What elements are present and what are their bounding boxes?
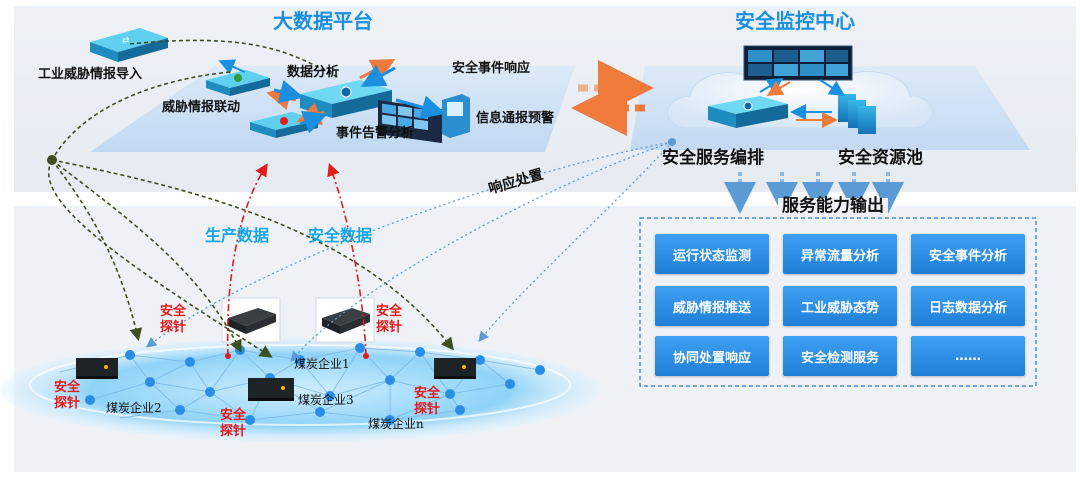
response-lines [145, 141, 673, 362]
label-security-data: 安全数据 [308, 226, 373, 245]
label-data-analysis: 数据分析 [287, 65, 340, 80]
resource-pool-servers [838, 94, 876, 134]
enterprise-label-n: 煤炭企业n [368, 417, 424, 431]
enterprise-label-2: 煤炭企业2 [106, 401, 162, 415]
network-nodes [85, 343, 545, 425]
threat-intel-distribution-lines [47, 39, 454, 358]
service-log-analysis: 日志数据分析 [911, 286, 1025, 326]
probe-label-2: 安全 探针 [376, 304, 403, 335]
service-more: …… [911, 336, 1025, 376]
service-threat-intel-push: 威胁情报推送 [655, 286, 769, 326]
service-incident-analysis: 安全事件分析 [911, 234, 1025, 274]
soc-monitor-wall [743, 45, 853, 81]
probe-appliance-right [434, 358, 476, 379]
probe-label-5: 安全 探针 [414, 386, 441, 417]
label-resource-pool: 安全资源池 [838, 148, 923, 168]
service-threat-posture: 工业威胁态势 [783, 286, 897, 326]
service-runtime-monitoring: 运行状态监测 [655, 234, 769, 274]
probe-appliance-left [76, 358, 118, 379]
label-threat-intel-import: 工业威胁情报导入 [38, 67, 143, 82]
distribution-hub-dot [47, 155, 57, 165]
probe-appliance-center [248, 378, 294, 401]
label-service-output: 服务能力输出 [778, 198, 888, 215]
label-info-warning: 信息通报预警 [476, 111, 555, 126]
probe-label-3: 安全 探针 [54, 380, 81, 411]
network-disc [0, 338, 600, 442]
probe-appliance-photo-1 [221, 297, 281, 343]
service-traffic-anomaly: 异常流量分析 [783, 234, 897, 274]
service-security-detection: 安全检测服务 [783, 336, 897, 376]
probe-label-1: 安全 探针 [160, 304, 187, 335]
threat-intel-import-server: ⇄ [90, 28, 168, 62]
label-production-data: 生产数据 [205, 226, 270, 245]
enterprise-label-3: 煤炭企业3 [298, 393, 354, 407]
label-alert-analysis: 事件告警分析 [336, 126, 415, 141]
label-orchestration: 安全服务编排 [662, 148, 764, 168]
threat-intel-link-server [206, 70, 270, 96]
svg-text:⇄: ⇄ [122, 36, 130, 46]
info-warning-kiosk [442, 94, 470, 138]
security-data-flow-1 [327, 162, 367, 357]
enterprise-label-1: 煤炭企业1 [294, 357, 350, 371]
service-coordinated-response: 协同处置响应 [655, 336, 769, 376]
response-hub-dot [668, 138, 676, 146]
soc-title: 安全监控中心 [735, 9, 855, 33]
soc-central-server [708, 96, 788, 128]
services-frame [639, 217, 1037, 387]
label-threat-intel-link: 威胁情报联动 [162, 100, 241, 115]
production-data-flow-1 [226, 163, 268, 357]
platform-title: 大数据平台 [273, 9, 373, 33]
label-incident-response: 安全事件响应 [452, 61, 531, 76]
probe-label-4: 安全 探针 [220, 408, 247, 439]
